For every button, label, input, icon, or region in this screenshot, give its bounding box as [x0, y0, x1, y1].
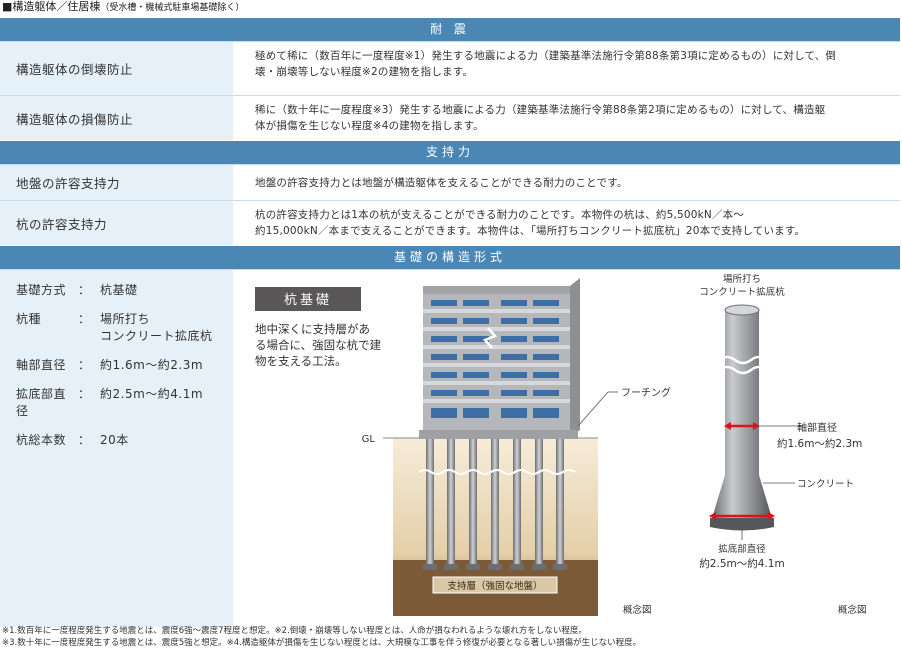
piles: [418, 439, 576, 570]
pile-title: コンクリート拡底杭: [699, 286, 785, 298]
spec-item: 杭種：場所打ちコンクリート拡底杭: [16, 312, 213, 343]
row-label: 構造躯体の損傷防止: [0, 96, 233, 140]
pile-title: 場所打ち: [723, 273, 761, 285]
row-value: 稀に（数十年に一度程度※3）発生する地震による力（建築基準法施行令第88条第2項…: [233, 96, 900, 140]
bearing-header: 支持力: [0, 140, 900, 164]
method-badge: [255, 287, 361, 311]
foundation-specs: 基礎方式：杭基礎 杭種：場所打ちコンクリート拡底杭 軸部直径：約1.6m〜約2.…: [0, 270, 233, 627]
concrete-label: コンクリート: [797, 479, 854, 490]
table-row: 杭の許容支持力 杭の許容支持力とは1本の杭が支えることができる耐力のことです。本…: [0, 200, 900, 245]
row-label: 杭の許容支持力: [0, 201, 233, 245]
table-row: 地盤の許容支持力 地盤の許容支持力とは地盤が構造躯体を支えることができる耐力のこ…: [0, 164, 900, 200]
building: [419, 278, 580, 439]
footnote: ※1.数百年に一度程度発生する地震とは、震度6強〜震度7程度と想定。※2.倒壊・…: [2, 626, 587, 636]
foundation-header: 基礎の構造形式: [0, 245, 900, 269]
desc-line: 地中深くに支持層があ: [255, 322, 370, 336]
spec-item: 基礎方式：杭基礎: [16, 283, 138, 297]
seismic-header: 耐 震: [0, 17, 900, 41]
concept-label: 概念図: [623, 604, 652, 616]
spec-item: 軸部直径：約1.6m〜約2.3m: [16, 358, 204, 372]
shaft-label: 軸部直径: [797, 421, 837, 434]
footing-leader: [577, 391, 609, 427]
row-label: 地盤の許容支持力: [0, 165, 233, 200]
row-value: 地盤の許容支持力とは地盤が構造躯体を支えることができる耐力のことです。: [233, 165, 900, 200]
footing-label: フーチング: [621, 386, 671, 399]
page-title: ■構造躯体／住居棟（受水槽・機械式駐車場基礎除く）: [2, 0, 245, 13]
table-row: 構造躯体の損傷防止 稀に（数十年に一度程度※3）発生する地震による力（建築基準法…: [0, 95, 900, 140]
table-row: 基礎方式：杭基礎 杭種：場所打ちコンクリート拡底杭 軸部直径：約1.6m〜約2.…: [0, 269, 900, 627]
spec-table: 耐 震 構造躯体の倒壊防止 極めて稀に（数百年に一度程度※1）発生する地震による…: [0, 17, 900, 627]
bearing-layer-label-box: [432, 576, 558, 594]
desc-line: る場合に、強固な杭で建: [255, 338, 382, 352]
row-value: 杭の許容支持力とは1本の杭が支えることができる耐力のことです。本物件の杭は、約5…: [233, 201, 900, 245]
table-row: 構造躯体の倒壊防止 極めて稀に（数百年に一度程度※1）発生する地震による力（建築…: [0, 41, 900, 95]
shaft-value: 約1.6m〜約2.3m: [777, 437, 862, 450]
gl-label: GL: [362, 434, 376, 445]
spec-item: 杭総本数：20本: [16, 433, 129, 447]
row-value: 極めて稀に（数百年に一度程度※1）発生する地震による力（建築基準法施行令第88条…: [233, 42, 900, 95]
base-label: 拡底部直径: [718, 543, 766, 555]
pile-illustration: [710, 304, 774, 531]
desc-line: 物を支える工法。: [255, 354, 347, 368]
badge-label: 杭基礎: [284, 293, 332, 308]
spec-item: 拡底部直径：約2.5m〜約4.1m: [16, 387, 204, 418]
bearing-layer-label: 支持層（強固な地盤）: [447, 580, 542, 592]
row-label: 構造躯体の倒壊防止: [0, 42, 233, 95]
concept-label: 概念図: [838, 604, 867, 616]
footnote: ※3.数十年に一度程度発生する地震とは、震度5強と想定。※4.構造躯体が損傷を生…: [2, 638, 642, 648]
base-value: 約2.5m〜約4.1m: [699, 557, 784, 570]
foundation-diagram: 杭基礎 地中深くに支持層があ る場合に、強固な杭で建 物を支える工法。 支持層（…: [233, 270, 900, 627]
